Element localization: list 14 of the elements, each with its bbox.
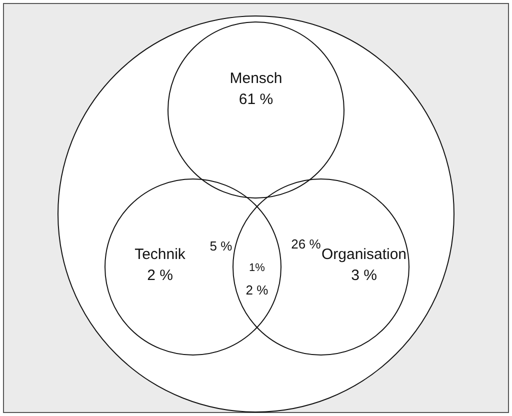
venn-circle: [104, 178, 282, 356]
set-label: Technik: [134, 245, 186, 265]
venn-circle: [168, 22, 344, 198]
percentage-label: 5 %: [210, 237, 232, 256]
percentage-label: 1%: [249, 260, 265, 276]
outer-circle: [58, 16, 454, 412]
venn-circle: [232, 178, 410, 356]
percentage-label: 3 %: [351, 266, 377, 286]
percentage-label: 61 %: [238, 90, 274, 110]
percentage-label: 2 %: [147, 266, 173, 286]
percentage-label: 26 %: [291, 235, 321, 254]
set-label: Organisation: [321, 245, 407, 265]
percentage-label: 2 %: [246, 281, 268, 300]
set-label: Mensch: [230, 69, 282, 89]
